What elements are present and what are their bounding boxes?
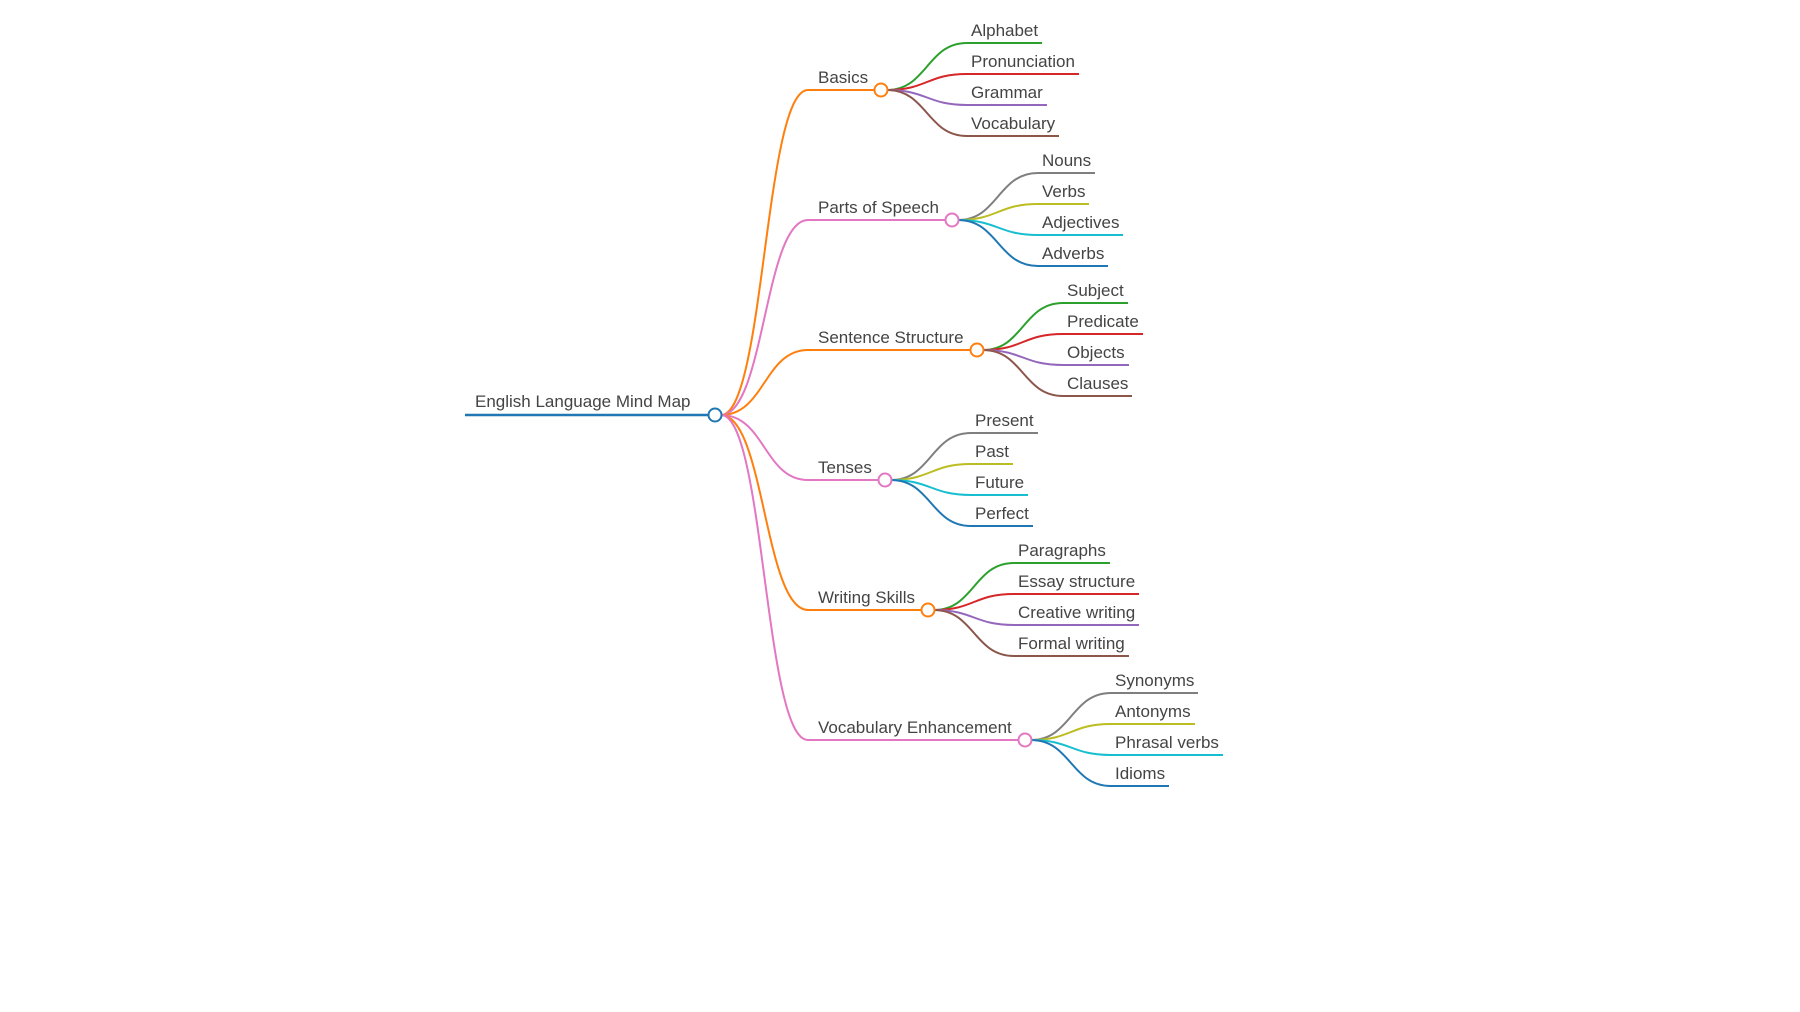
leaf-connector-paragraphs — [933, 562, 1110, 611]
leaf-connector-past — [890, 463, 1013, 481]
leaf-connector-nouns — [957, 172, 1095, 221]
leaf-connector-present — [890, 432, 1038, 481]
leaf-label-present: Present — [975, 411, 1034, 430]
leaf-connector-adverbs — [957, 219, 1108, 267]
leaf-label-paragraphs: Paragraphs — [1018, 541, 1106, 560]
branch-label-parts-of-speech: Parts of Speech — [818, 198, 939, 217]
leaf-connector-adjectives — [957, 219, 1123, 236]
leaf-connector-clauses — [982, 349, 1132, 397]
leaf-label-future: Future — [975, 473, 1024, 492]
leaf-connector-synonyms — [1030, 692, 1198, 741]
leaf-label-idioms: Idioms — [1115, 764, 1165, 783]
branch-node-sentence-structure[interactable] — [969, 342, 985, 358]
leaf-label-vocabulary: Vocabulary — [971, 114, 1056, 133]
branch-label-vocabulary-enhancement: Vocabulary Enhancement — [818, 718, 1012, 737]
leaf-label-verbs: Verbs — [1042, 182, 1085, 201]
leaf-label-clauses: Clauses — [1067, 374, 1128, 393]
leaf-label-phrasal-verbs: Phrasal verbs — [1115, 733, 1219, 752]
root-label: English Language Mind Map — [475, 392, 690, 411]
branch-label-basics: Basics — [818, 68, 868, 87]
leaf-connector-vocabulary — [886, 89, 1059, 137]
leaf-label-formal-writing: Formal writing — [1018, 634, 1125, 653]
labels: English Language Mind Map Basics AlphabetP… — [475, 21, 1219, 783]
branch-node-basics[interactable] — [873, 82, 889, 98]
leaf-connector-phrasal-verbs — [1030, 739, 1223, 756]
leaf-label-antonyms: Antonyms — [1115, 702, 1191, 721]
leaf-label-perfect: Perfect — [975, 504, 1029, 523]
leaf-label-past: Past — [975, 442, 1009, 461]
leaf-label-creative-writing: Creative writing — [1018, 603, 1135, 622]
leaf-label-alphabet: Alphabet — [971, 21, 1038, 40]
leaf-label-objects: Objects — [1067, 343, 1125, 362]
leaf-label-predicate: Predicate — [1067, 312, 1139, 331]
leaf-label-pronunciation: Pronunciation — [971, 52, 1075, 71]
branch-label-sentence-structure: Sentence Structure — [818, 328, 964, 347]
branch-connector-vocabulary-enhancement — [720, 414, 1025, 741]
leaf-label-adjectives: Adjectives — [1042, 213, 1119, 232]
root-node[interactable] — [707, 407, 723, 423]
leaf-connector-future — [890, 479, 1028, 496]
leaf-connector-pronunciation — [886, 73, 1079, 91]
branch-label-writing-skills: Writing Skills — [818, 588, 915, 607]
leaf-connector-idioms — [1030, 739, 1169, 787]
leaf-connector-antonyms — [1030, 723, 1195, 741]
branch-node-vocabulary-enhancement[interactable] — [1017, 732, 1033, 748]
branch-node-tenses[interactable] — [877, 472, 893, 488]
leaf-connector-alphabet — [886, 42, 1042, 91]
leaf-label-subject: Subject — [1067, 281, 1124, 300]
leaf-label-nouns: Nouns — [1042, 151, 1091, 170]
branch-node-writing-skills[interactable] — [920, 602, 936, 618]
leaf-connector-formal-writing — [933, 609, 1129, 657]
nodes — [707, 82, 1033, 748]
branch-connector-writing-skills — [720, 414, 928, 611]
leaf-connector-essay-structure — [933, 593, 1139, 611]
leaf-connector-subject — [982, 302, 1128, 351]
branch-node-parts-of-speech[interactable] — [944, 212, 960, 228]
branch-connector-basics — [720, 89, 881, 416]
leaf-connector-creative-writing — [933, 609, 1139, 626]
leaf-connector-verbs — [957, 203, 1089, 221]
leaf-connector-perfect — [890, 479, 1033, 527]
leaf-connector-grammar — [886, 89, 1047, 106]
leaf-label-essay-structure: Essay structure — [1018, 572, 1135, 591]
branch-label-tenses: Tenses — [818, 458, 872, 477]
connectors — [465, 42, 1223, 787]
branch-connector-sentence-structure — [720, 349, 977, 416]
leaf-label-adverbs: Adverbs — [1042, 244, 1104, 263]
branch-connector-tenses — [720, 414, 885, 481]
branch-connector-parts-of-speech — [720, 219, 952, 416]
leaf-label-grammar: Grammar — [971, 83, 1043, 102]
leaf-label-synonyms: Synonyms — [1115, 671, 1194, 690]
leaf-connector-objects — [982, 349, 1129, 366]
leaf-connector-predicate — [982, 333, 1143, 351]
